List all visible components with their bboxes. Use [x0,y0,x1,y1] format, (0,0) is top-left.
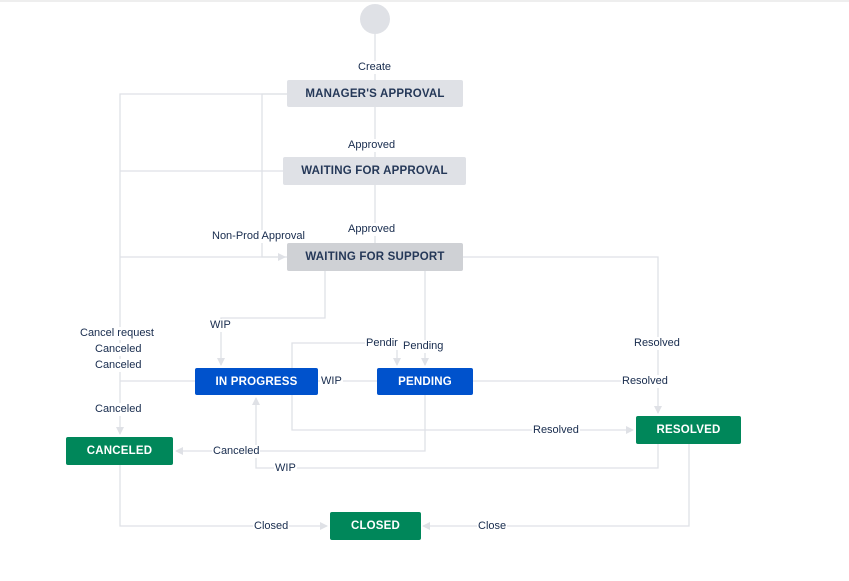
status-canceled[interactable]: CANCELED [66,437,173,465]
transition-wip-1[interactable]: WIP [209,319,232,332]
transition-wip-3[interactable]: WIP [274,462,297,475]
transition-pending-1[interactable]: Pendir [365,337,399,350]
status-pending[interactable]: PENDING [377,368,473,395]
status-managers-approval[interactable]: MANAGER'S APPROVAL [287,80,463,107]
transition-canceled-2[interactable]: Canceled [94,359,143,372]
edge-wip-3 [252,397,659,469]
top-border [0,0,849,2]
transition-wip-2[interactable]: WIP [320,375,343,388]
edge-wip-1 [217,271,326,366]
edge-cancel-manager [116,93,287,435]
status-resolved[interactable]: RESOLVED [636,416,741,444]
status-closed[interactable]: CLOSED [330,512,421,540]
status-in-progress[interactable]: IN PROGRESS [195,368,318,395]
transition-pending-2[interactable]: Pending [402,340,445,353]
transition-closed[interactable]: Closed [253,520,290,533]
transition-cancel-request[interactable]: Cancel request [79,327,155,340]
edge-resolved-3 [291,395,634,434]
edge-resolved-1 [463,256,662,414]
transition-create[interactable]: Create [357,61,393,74]
transition-resolved-2[interactable]: Resolved [621,375,669,388]
edge-pending-1 [291,342,401,368]
transition-approved-2[interactable]: Approved [347,223,397,236]
start-node[interactable] [360,4,390,34]
transition-non-prod-approval[interactable]: Non-Prod Approval [211,230,306,243]
transition-approved-1[interactable]: Approved [347,139,397,152]
transition-close[interactable]: Close [477,520,508,533]
status-waiting-for-approval[interactable]: WAITING FOR APPROVAL [283,157,466,185]
edge-close [422,444,690,530]
edge-canceled-pending [175,395,426,455]
transition-canceled-3[interactable]: Canceled [94,403,143,416]
transition-canceled-4[interactable]: Canceled [212,445,261,458]
transition-resolved-3[interactable]: Resolved [532,424,580,437]
status-waiting-for-support[interactable]: WAITING FOR SUPPORT [287,243,463,271]
transition-canceled-1[interactable]: Canceled [94,343,143,356]
transition-resolved-1[interactable]: Resolved [633,337,681,350]
